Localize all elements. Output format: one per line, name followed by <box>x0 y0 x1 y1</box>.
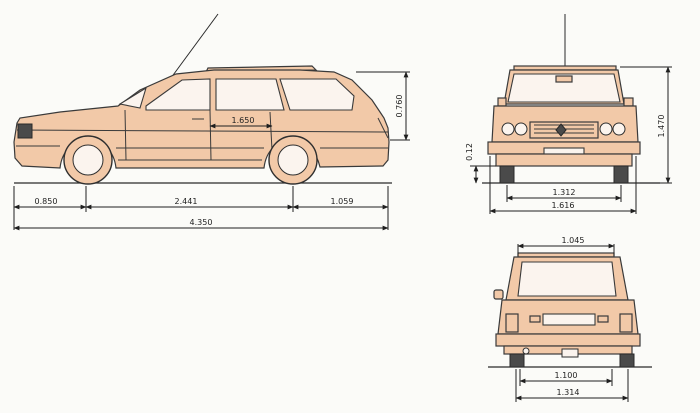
rear-lamp-inner-right <box>597 315 609 323</box>
front-left-tyre <box>499 165 515 184</box>
front-headlamp-3 <box>599 122 613 136</box>
front-apron <box>495 153 633 167</box>
front-overhang-label: 0.850 <box>35 197 58 206</box>
front-mirror <box>555 75 573 83</box>
front-windshield <box>507 73 621 103</box>
rear-plate <box>542 313 596 326</box>
rear-left-lamp <box>505 313 519 333</box>
rear-track-label: 1.314 <box>557 388 580 397</box>
side-rear-door-window <box>215 78 285 111</box>
rear-bumper <box>495 333 641 347</box>
rear-tow-hook <box>561 348 579 358</box>
roof-height-label: 0.760 <box>395 95 404 118</box>
front-headlamp-2 <box>514 122 528 136</box>
rear-lamp-inner-left <box>529 315 541 323</box>
side-headlamp <box>17 123 33 139</box>
front-headlamp-1 <box>501 122 515 136</box>
front-logo-icon <box>555 123 567 137</box>
side-tail-lamp <box>377 117 389 139</box>
side-bumper-line <box>16 145 388 149</box>
front-track-label: 1.312 <box>553 188 576 197</box>
side-front-hub <box>72 144 104 176</box>
side-windshield <box>118 86 147 109</box>
front-right-tyre <box>613 165 629 184</box>
rear-right-tyre <box>619 353 635 368</box>
front-headlamp-4 <box>612 122 626 136</box>
side-view: 1.650 0.760 0.850 2.441 1.059 4.350 <box>13 13 410 231</box>
front-view: 1.470 0.12 1.312 1.616 <box>465 14 672 214</box>
ground-clearance-label: 0.12 <box>465 143 474 161</box>
side-shoulder-line <box>16 129 389 133</box>
rear-exhaust <box>522 347 530 355</box>
rear-left-tyre <box>509 353 525 368</box>
overall-length-label: 4.350 <box>190 218 213 227</box>
rear-right-lamp <box>619 313 633 333</box>
rear-window <box>517 261 617 297</box>
side-rear-hub <box>277 144 309 176</box>
front-right-mirror <box>623 97 634 107</box>
load-opening-label: 1.045 <box>562 236 585 245</box>
rear-left-mirror <box>493 289 504 300</box>
side-antenna <box>167 13 219 83</box>
cabin-length-label: 1.650 <box>232 116 255 125</box>
side-rear-quarter-window <box>279 78 355 111</box>
inner-width-label: 1.100 <box>555 371 578 380</box>
overall-height-label: 1.470 <box>657 115 666 138</box>
wheelbase-label: 2.441 <box>175 197 198 206</box>
overall-width-label: 1.616 <box>552 201 575 210</box>
side-front-window <box>145 78 211 111</box>
rear-view: 1.045 1.100 1.314 <box>488 236 652 402</box>
front-left-mirror <box>497 97 507 107</box>
side-door-lines <box>124 109 273 161</box>
rear-overhang-label: 1.059 <box>331 197 354 206</box>
